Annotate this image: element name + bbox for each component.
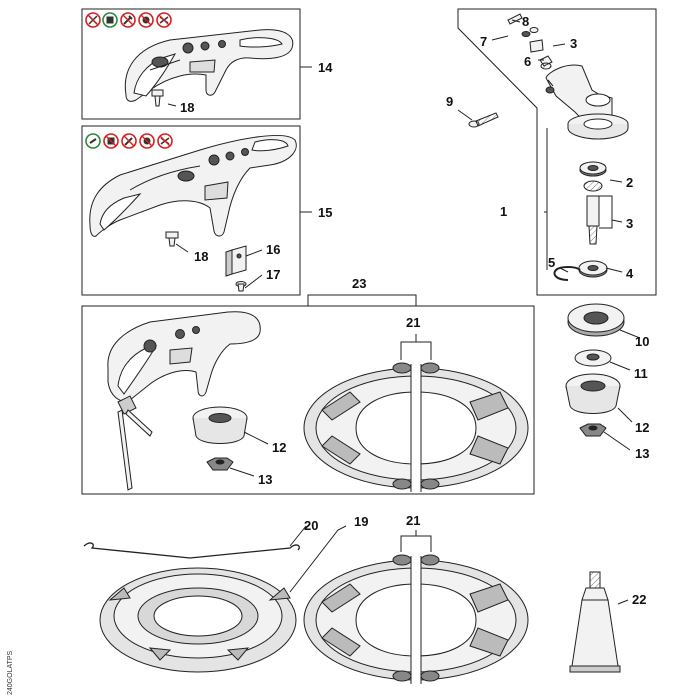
thrust-cup-12 xyxy=(565,373,621,414)
blade-prohibit-icon xyxy=(139,133,155,149)
callout-8: 8 xyxy=(522,14,529,29)
wrench-prohibit-icon xyxy=(121,133,137,149)
callout-19: 19 xyxy=(354,514,368,529)
wire-20 xyxy=(83,542,300,559)
bushing-3-top xyxy=(529,39,544,53)
callout-22: 22 xyxy=(632,592,646,607)
callout-15: 15 xyxy=(318,205,332,220)
green-circle-icon xyxy=(102,12,118,28)
circlip-5 xyxy=(553,266,581,281)
callout-7: 7 xyxy=(480,34,487,49)
blade-16 xyxy=(225,245,247,277)
bearing-4 xyxy=(578,260,608,278)
callout-12-kit: 12 xyxy=(272,440,286,455)
grease-tube-22 xyxy=(569,571,621,673)
callout-14: 14 xyxy=(318,60,333,75)
pin-7 xyxy=(507,13,523,25)
guard-plate-21-lower xyxy=(303,554,529,684)
deflector-guard-14 xyxy=(124,29,294,102)
gear-3 xyxy=(583,180,603,245)
callout-3-lower: 3 xyxy=(626,216,633,231)
guard-ring-19 xyxy=(99,567,297,673)
prohibit-icon xyxy=(85,12,101,28)
callout-11: 11 xyxy=(634,366,648,381)
callout-13-right: 13 xyxy=(635,446,649,461)
frame-15 xyxy=(81,125,301,296)
thrust-plate-10 xyxy=(567,303,625,337)
tool-prohibit-icon xyxy=(157,133,173,149)
screw-18-lower xyxy=(165,231,179,247)
wrench-prohibit-icon xyxy=(120,12,136,28)
callout-21-upper: 21 xyxy=(406,315,420,330)
callout-18-upper: 18 xyxy=(180,100,194,115)
prohibit-icon xyxy=(103,133,119,149)
callout-2: 2 xyxy=(626,175,633,190)
pin-8 xyxy=(521,27,539,37)
callout-1: 1 xyxy=(500,204,507,219)
tool-prohibit-icon xyxy=(156,12,172,28)
guard-plate-21-upper xyxy=(303,362,529,492)
callout-10: 10 xyxy=(635,334,649,349)
frame-1 xyxy=(457,8,657,296)
callout-5: 5 xyxy=(548,255,555,270)
nut-13 xyxy=(579,423,607,437)
callout-18-lower: 18 xyxy=(194,249,208,264)
callout-4: 4 xyxy=(626,266,634,281)
frame-14 xyxy=(81,8,301,120)
combination-wrench xyxy=(117,395,153,491)
callout-23: 23 xyxy=(352,276,366,291)
nut-13-kit xyxy=(206,457,234,471)
blade-prohibit-icon xyxy=(138,12,154,28)
deflector-guard-23 xyxy=(107,311,261,402)
screw-17 xyxy=(235,281,247,292)
callout-3-upper: 3 xyxy=(570,36,577,51)
screw-6 xyxy=(539,55,553,70)
gearbox-assembly xyxy=(545,64,629,140)
thrust-cup-12-kit xyxy=(192,406,248,444)
bearing-2 xyxy=(579,161,607,177)
callout-6: 6 xyxy=(524,54,531,69)
callout-13-kit: 13 xyxy=(258,472,272,487)
callout-20: 20 xyxy=(304,518,318,533)
green-circle-icon xyxy=(85,133,101,149)
screw-18-upper xyxy=(151,89,164,107)
screw-9 xyxy=(468,112,499,128)
callout-16: 16 xyxy=(266,242,280,257)
deflector-guard-15 xyxy=(89,135,297,237)
leader-lines xyxy=(167,19,641,605)
callout-17: 17 xyxy=(266,267,280,282)
warning-icons-14 xyxy=(85,12,172,28)
warning-icons-15 xyxy=(85,133,173,149)
callout-9: 9 xyxy=(446,94,453,109)
side-code: 240GOLATPS xyxy=(7,650,14,695)
callout-21-lower: 21 xyxy=(406,513,420,528)
callout-12-right: 12 xyxy=(635,420,649,435)
washer-11 xyxy=(574,349,612,367)
